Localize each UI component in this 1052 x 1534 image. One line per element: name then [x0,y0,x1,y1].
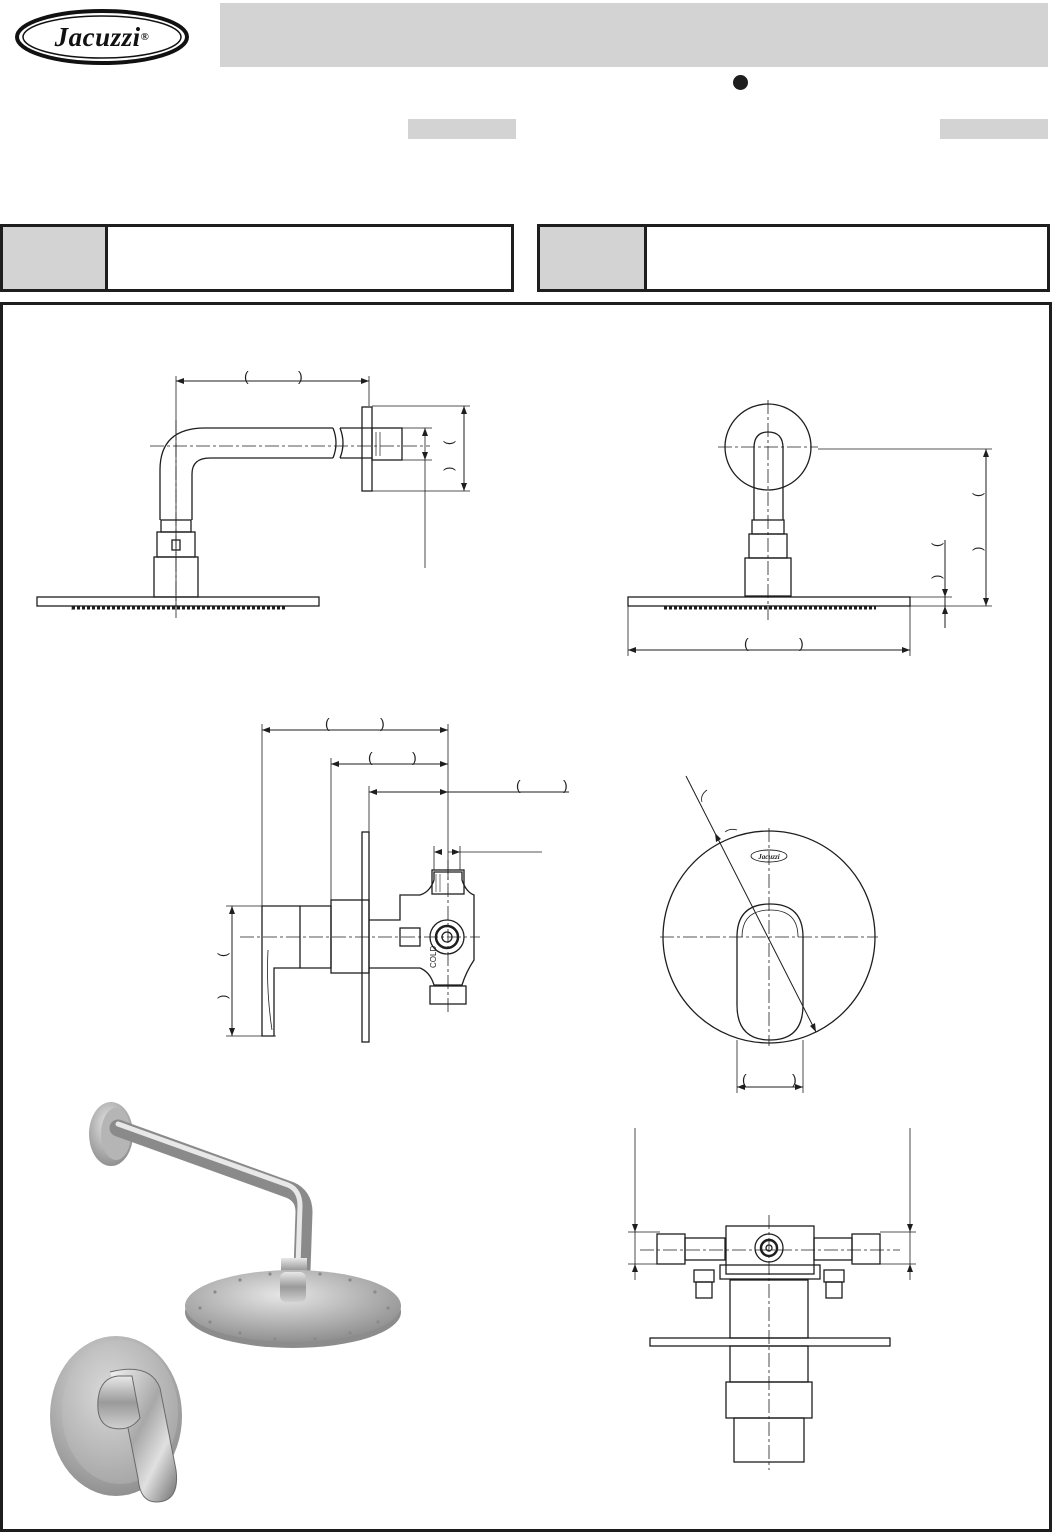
product-render [50,1092,401,1504]
svg-text:): ) [929,575,944,579]
svg-text:): ) [298,368,303,384]
svg-text:(: ( [929,542,944,547]
svg-text:(: ( [516,777,521,793]
plate-logo-text: Jacuzzi [757,853,779,861]
info-panel-right-label [540,227,647,289]
trim-plate-front-view: Jacuzzi ( ) [660,775,878,1093]
valve-body-top-view [628,1128,916,1470]
valve-side-view: ( ) ( ) ( ) ( ) [215,715,569,1043]
svg-text:): ) [215,995,230,999]
svg-text:(: ( [368,749,373,765]
shower-arm-side-view: ( ) ( ) [36,368,470,620]
brand-logo: Jacuzzi® [14,8,190,66]
svg-text:(: ( [325,715,330,731]
bullet-dot [733,75,748,90]
svg-text:): ) [380,715,385,731]
brand-logo-text: Jacuzzi® [54,21,150,52]
info-panel-right [537,224,1050,292]
svg-text:(: ( [441,440,456,445]
svg-text:(: ( [970,492,985,497]
info-panel-left [0,224,514,292]
svg-text:(: ( [744,635,749,651]
svg-text:COLD: COLD [429,946,438,968]
svg-text:): ) [799,635,804,651]
info-panel-left-label [3,227,108,289]
svg-text:(: ( [215,952,230,957]
title-bar [220,3,1048,67]
drawing-frame [0,302,1052,1532]
svg-text:): ) [792,1071,797,1087]
svg-text:): ) [412,749,417,765]
svg-text:): ) [970,547,985,551]
left-tag [408,119,516,139]
shower-head-front-view: ( ) ( ) ( ) [627,400,992,656]
right-tag [940,119,1048,139]
svg-text:): ) [441,467,456,471]
svg-text:): ) [563,777,568,793]
svg-text:(: ( [742,1071,747,1087]
svg-text:(: ( [244,368,249,384]
